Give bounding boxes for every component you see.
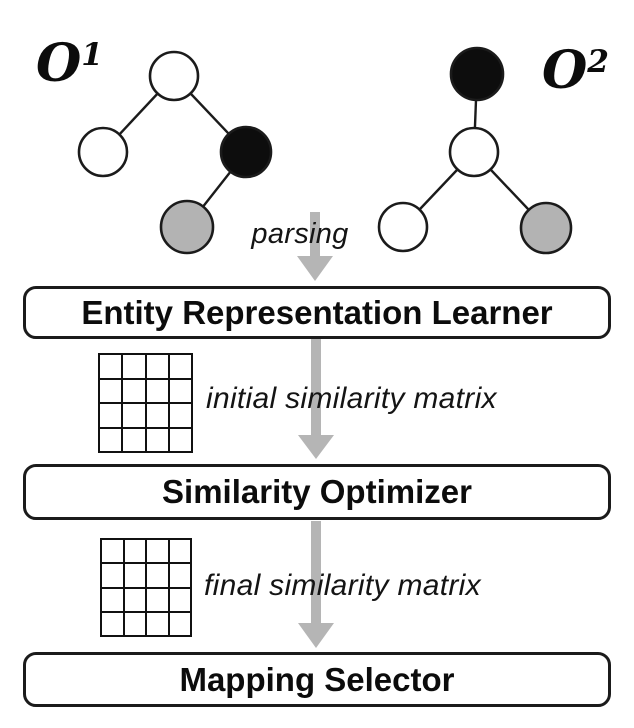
matrix-cell: [168, 427, 192, 452]
matrix-cell: [145, 354, 169, 379]
flow-arrow-final-stem: [311, 521, 321, 625]
flow-arrow-initial-stem: [311, 339, 321, 437]
mapping-selector-label: Mapping Selector: [179, 660, 455, 698]
matrix-cell: [168, 354, 192, 379]
matrix-cell: [168, 563, 191, 588]
matrix-cell: [123, 587, 146, 612]
tree2-label-base: O: [542, 40, 588, 101]
matrix-cell: [99, 354, 123, 379]
matrix-cell: [101, 539, 124, 564]
matrix-cell: [123, 611, 146, 636]
flow-arrow-final: [298, 521, 334, 648]
matrix-cell: [145, 378, 169, 403]
tree2-gray-node: [519, 201, 573, 255]
matrix-cell: [168, 587, 191, 612]
tree2-label-superscript: 2: [587, 43, 609, 80]
entity-representation-learner-label: Entity Representation Learner: [81, 293, 553, 331]
parsing-label: parsing: [251, 218, 349, 250]
matrix-cell: [146, 539, 169, 564]
tree1-left-node: [77, 126, 129, 178]
tree1-gray-node: [159, 199, 215, 255]
final-similarity-matrix-icon: [100, 538, 192, 637]
matrix-cell: [123, 563, 146, 588]
matrix-cell: [122, 427, 146, 452]
matrix-cell: [101, 611, 124, 636]
matrix-cell: [101, 563, 124, 588]
matrix-cell: [168, 378, 192, 403]
parsing-arrow: [297, 212, 333, 281]
initial-similarity-matrix-icon: [98, 353, 193, 453]
tree1-label-superscript: 1: [81, 36, 103, 73]
tree1-label-base: O: [36, 33, 82, 94]
matrix-cell: [99, 427, 123, 452]
tree2-root-node: [449, 46, 505, 102]
initial-similarity-matrix-label: initial similarity matrix: [206, 382, 497, 415]
matrix-cell: [168, 403, 192, 428]
tree2-mid-node: [448, 126, 500, 178]
matrix-cell: [122, 378, 146, 403]
matrix-cell: [146, 587, 169, 612]
matrix-cell: [145, 403, 169, 428]
matrix-cell: [99, 378, 123, 403]
tree1-black-node: [219, 125, 273, 179]
flow-arrow-final-head: [298, 623, 334, 648]
matrix-cell: [146, 611, 169, 636]
matrix-cell: [99, 403, 123, 428]
tree1-root-node: [148, 50, 200, 102]
matrix-cell: [123, 539, 146, 564]
mapping-selector-box: Mapping Selector: [23, 652, 611, 707]
matrix-cell: [168, 539, 191, 564]
matrix-cell: [146, 563, 169, 588]
entity-representation-learner-box: Entity Representation Learner: [23, 286, 611, 339]
similarity-optimizer-box: Similarity Optimizer: [23, 464, 611, 520]
matrix-cell: [122, 354, 146, 379]
matrix-cell: [145, 427, 169, 452]
final-similarity-matrix-label: final similarity matrix: [204, 569, 481, 602]
parsing-arrow-stem: [310, 212, 320, 258]
flow-arrow-initial-head: [298, 435, 334, 459]
matrix-cell: [101, 587, 124, 612]
flow-arrow-initial: [298, 339, 334, 459]
tree2-label: O2: [542, 45, 609, 97]
parsing-arrow-head: [297, 256, 333, 281]
tree1-label: O1: [36, 38, 103, 90]
similarity-optimizer-label: Similarity Optimizer: [162, 473, 472, 510]
matrix-cell: [168, 611, 191, 636]
matrix-cell: [122, 403, 146, 428]
tree2-left-node: [377, 201, 429, 253]
